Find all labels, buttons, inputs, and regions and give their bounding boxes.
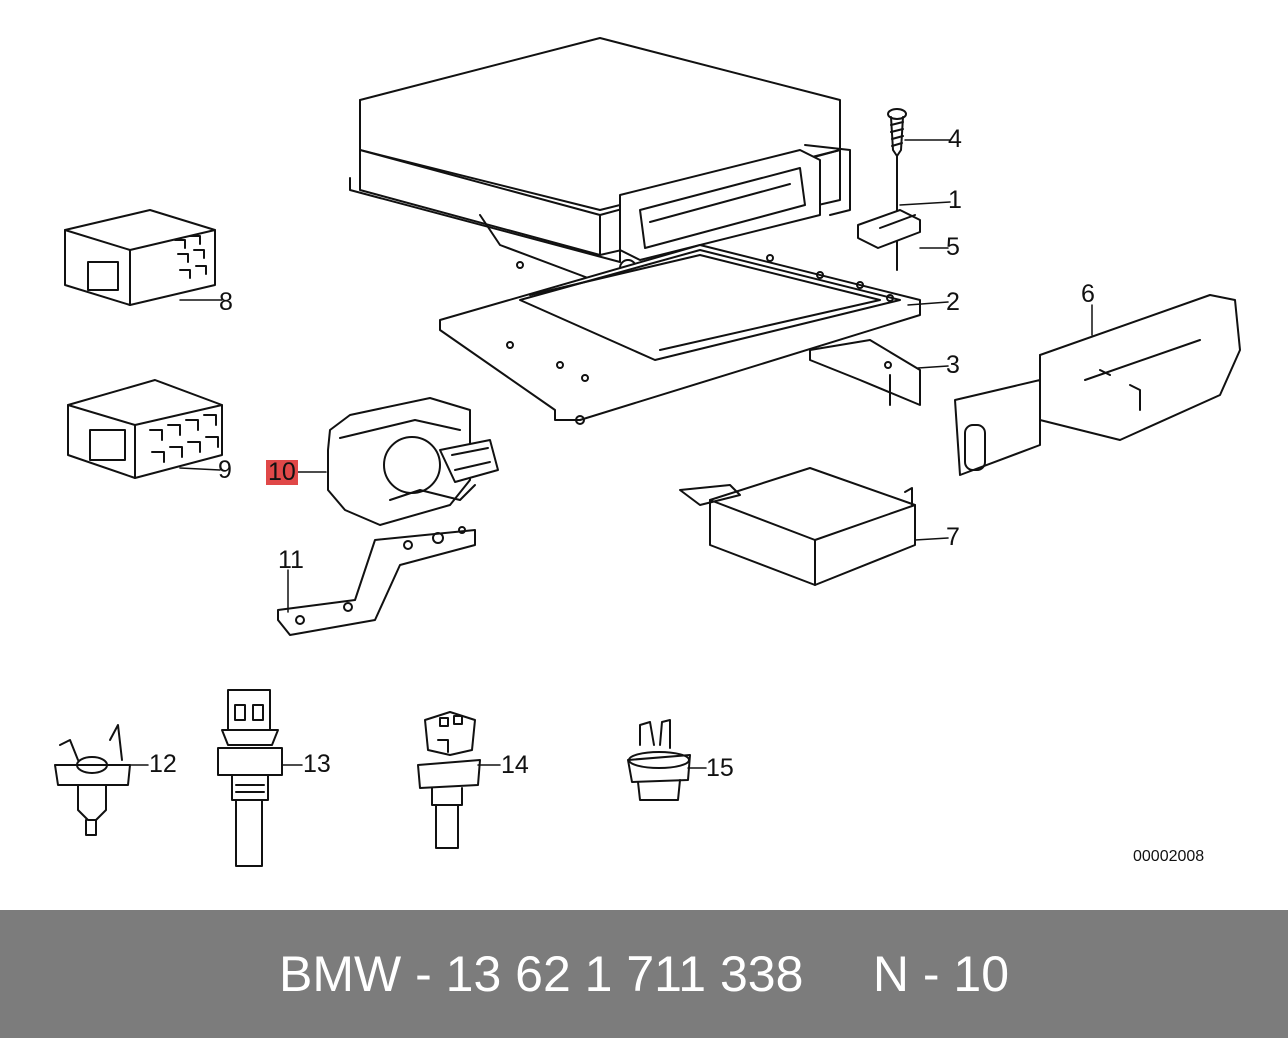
callout-9[interactable]: 9	[218, 456, 232, 484]
callout-5[interactable]: 5	[946, 233, 960, 261]
callout-1[interactable]: 1	[948, 186, 962, 214]
part-4-screw	[887, 108, 907, 271]
footer-bar: BMW - 13 62 1 711 338 N - 10	[0, 910, 1288, 1038]
part-2-mounting-tray	[439, 244, 921, 425]
part-6-duct	[954, 294, 1241, 476]
part-13-temp-sensor	[217, 689, 283, 867]
footer-separator: -	[415, 946, 432, 1002]
callout-4[interactable]: 4	[948, 125, 962, 153]
callout-14[interactable]: 14	[501, 751, 529, 779]
callout-12[interactable]: 12	[149, 750, 177, 778]
part-9-relay	[67, 379, 223, 479]
part-8-relay	[64, 209, 216, 306]
part-14-temp-sensor	[417, 711, 481, 849]
callout-8[interactable]: 8	[219, 288, 233, 316]
callout-13[interactable]: 13	[303, 750, 331, 778]
parts-diagram	[54, 37, 1241, 867]
callout-6[interactable]: 6	[1081, 280, 1095, 308]
callout-2[interactable]: 2	[946, 288, 960, 316]
callout-10-highlighted[interactable]: 10	[266, 458, 298, 486]
leader-lines	[127, 139, 1093, 769]
callout-7[interactable]: 7	[946, 523, 960, 551]
part-5-clip	[857, 209, 921, 249]
callout-15[interactable]: 15	[706, 754, 734, 782]
footer-part-number: 13 62 1 711 338	[445, 946, 804, 1002]
part-3-bracket	[809, 339, 921, 406]
callout-11[interactable]: 11	[278, 546, 304, 574]
part-10-pressure-sensor	[327, 397, 499, 526]
part-1-control-unit	[349, 37, 851, 291]
part-7-relay-box	[679, 467, 916, 586]
document-number: 00002008	[1133, 848, 1205, 865]
callout-3[interactable]: 3	[946, 351, 960, 379]
part-11-bracket	[277, 526, 476, 636]
part-15-temp-switch	[627, 719, 691, 801]
footer-position-label: N - 10	[872, 946, 1010, 1002]
part-12-temp-switch	[54, 724, 131, 836]
footer-brand: BMW	[278, 946, 402, 1002]
